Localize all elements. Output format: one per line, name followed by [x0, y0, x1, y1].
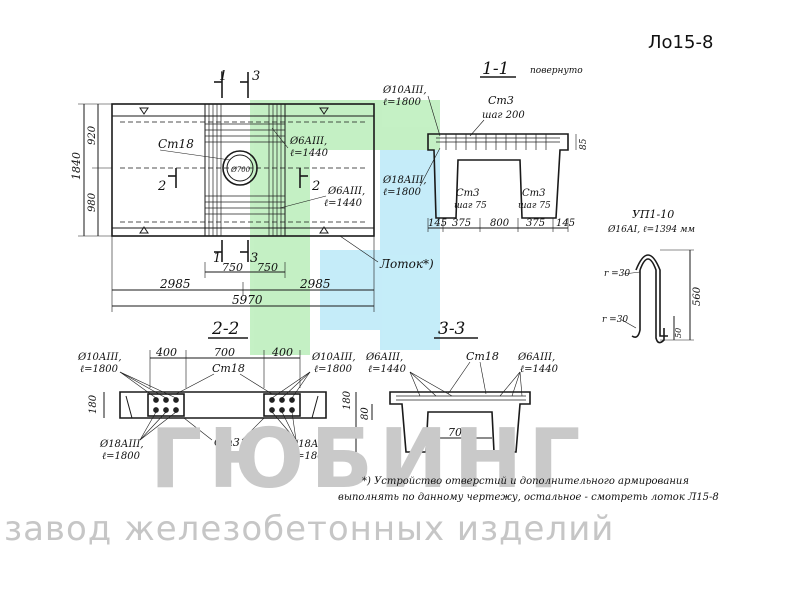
- s22-dim-1: 400: [155, 346, 177, 359]
- s11-step75-right: шаг 75: [518, 201, 551, 211]
- dim-total-height: 1840: [70, 152, 83, 180]
- section-1-1-profile: [427, 133, 569, 219]
- s22-rebar-bl: Ø18АIII,: [99, 439, 144, 450]
- rebar-a-label: Ø6АIII,: [289, 136, 327, 147]
- up1-10-detail: УП1-10 Ø16АI, ℓ=1394 мм r =30 r =30 560 …: [602, 208, 703, 344]
- rebar-b-length: ℓ=1440: [324, 198, 363, 209]
- section-1-1: 1-1 повернуто Ø10АIII, ℓ=1800 Ст3 шаг 20…: [382, 59, 589, 232]
- s22-dim-3: 400: [271, 346, 293, 359]
- s22-rebar-tl-length: ℓ=1800: [80, 364, 119, 375]
- s33-width: 700: [448, 426, 469, 439]
- rebar-b-label: Ø6АIII,: [327, 186, 365, 197]
- s11-dim-5: 145: [556, 218, 575, 229]
- up-r1: r =30: [604, 269, 630, 279]
- s22-rebar-bl-length: ℓ=1800: [102, 451, 141, 462]
- dim-half-right: 2985: [299, 277, 331, 291]
- s33-rebar-r: Ø6АIII,: [517, 352, 555, 363]
- s22-slab: [119, 391, 327, 419]
- section-1-1-note: повернуто: [530, 66, 583, 76]
- s22-rebar-tr: Ø10АIII,: [311, 352, 356, 363]
- section-2-2-title: 2-2: [211, 319, 239, 339]
- watermark-brand: ГЮБИНГ: [150, 412, 587, 507]
- s11-top-rebar: Ø10АIII,: [382, 85, 427, 96]
- watermark-logo: [250, 100, 440, 355]
- up-height: 560: [692, 286, 703, 306]
- section-1-1-title: 1-1: [482, 59, 509, 79]
- s33-rebar-l-length: ℓ=1440: [368, 364, 407, 375]
- s11-dim-1: 145: [428, 218, 447, 229]
- reinforced-zone: [204, 103, 286, 237]
- up-title: УП1-10: [632, 208, 674, 221]
- dim-top-height: 920: [87, 125, 98, 145]
- footnote-line-2: выполнять по данному чертежу, остальное …: [338, 492, 719, 503]
- logo-blue-bar: [380, 150, 440, 350]
- s11-dim-3: 800: [490, 218, 510, 229]
- drain-hole: [222, 150, 258, 186]
- dim-gap-right: 750: [257, 261, 278, 274]
- cut-1-label: 1: [219, 69, 227, 84]
- up-spec: Ø16АI, ℓ=1394 мм: [607, 224, 695, 235]
- rebar-a-length: ℓ=1440: [290, 148, 329, 159]
- st18-label: Ст18: [158, 137, 194, 151]
- s22-rebar-br-length: ℓ=1800: [292, 451, 331, 462]
- s33-height-2: 80: [360, 407, 371, 420]
- section-3-3: 3-3 Ø6АIII, ℓ=1440 Ст18 Ø6АIII, ℓ=1440 1…: [342, 319, 559, 453]
- cut-2-left-label: 2: [157, 179, 166, 194]
- rebar-grid: [205, 104, 285, 236]
- s11-top-rebar-length: ℓ=1800: [383, 97, 422, 108]
- dim-half-left: 2985: [159, 277, 191, 291]
- s22-height: 180: [88, 394, 99, 414]
- s22-dim-2: 700: [214, 346, 235, 359]
- s22-rebar-br: Ø18АIII,: [289, 439, 334, 450]
- s11-dim-2: 375: [452, 218, 471, 229]
- s11-st3-right: Ст3: [522, 188, 546, 199]
- s33-profile: [389, 391, 531, 453]
- sheet-title: Ло15-8: [648, 32, 713, 53]
- up-r2: r =30: [602, 315, 628, 325]
- dim-gap-left: 750: [222, 261, 243, 274]
- s33-st18: Ст18: [466, 350, 499, 363]
- s11-left-rebar-length: ℓ=1800: [383, 187, 422, 198]
- cut-1-bottom-label: 1: [213, 251, 221, 266]
- up-hook-shape: [639, 258, 665, 344]
- s22-rebar-tr-length: ℓ=1800: [314, 364, 353, 375]
- s11-height: 85: [579, 138, 589, 150]
- s22-rebar-tl: Ø10АIII,: [77, 352, 122, 363]
- s11-dim-4: 375: [526, 218, 545, 229]
- s33-rebar-r-length: ℓ=1440: [520, 364, 559, 375]
- section-2-2: 2-2 400 700 400 180 Ø10АIII, ℓ=1800 Ø10А…: [77, 319, 356, 462]
- s22-st3: Ст3: [214, 436, 240, 449]
- plan-view: Ø700 1 3 1 3 2 2 Ст18 Ø6АIII, ℓ=1440 Ø6А…: [70, 69, 434, 312]
- hole-diameter-label: Ø700: [230, 166, 251, 174]
- lotok-label: Лоток*): [379, 257, 434, 271]
- s33-rebar-l: Ø6АIII,: [365, 352, 403, 363]
- s11-st3-mid: Ст3: [456, 188, 480, 199]
- dim-bottom-height: 980: [87, 192, 98, 212]
- footnote-line-1: *) Устройство отверстий и дополнительног…: [362, 476, 689, 487]
- s11-st3: Ст3: [488, 94, 514, 107]
- cut-3-bottom-label: 3: [250, 251, 258, 266]
- cut-2-right-label: 2: [311, 179, 320, 194]
- cut-3-label: 3: [252, 69, 260, 84]
- watermark-subtitle: завод железобетонных изделий: [4, 509, 614, 549]
- s11-left-rebar: Ø18АIII,: [382, 175, 427, 186]
- up-height-2: 50: [674, 328, 683, 338]
- section-3-3-title: 3-3: [438, 319, 465, 339]
- s11-step200: шаг 200: [482, 110, 525, 121]
- s22-st18: Ст18: [212, 362, 245, 375]
- logo-green-top: [310, 100, 440, 150]
- s11-step75-mid: шаг 75: [454, 201, 487, 211]
- s33-height-1: 180: [342, 390, 353, 410]
- dim-total-length: 5970: [232, 293, 263, 307]
